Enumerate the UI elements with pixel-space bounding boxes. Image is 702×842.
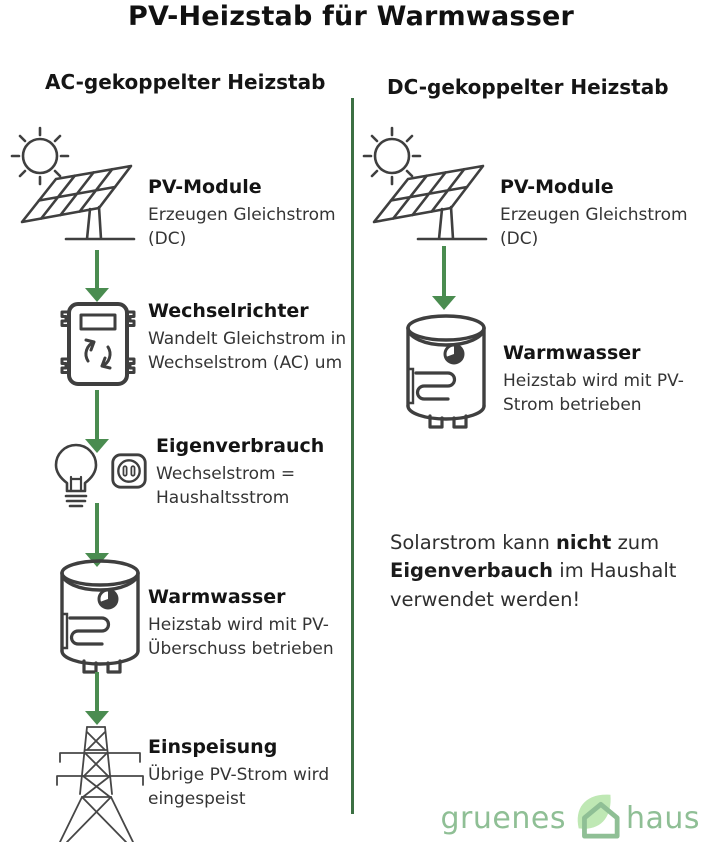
step-desc-line: Erzeugen Gleichstrom	[148, 205, 336, 225]
ac-step-eigenverbrauch: Eigenverbrauch Wechselstrom = Haushaltss…	[156, 435, 324, 510]
step-desc-line: Heizstab wird mit PV-	[503, 371, 684, 391]
step-desc-line: Strom betrieben	[503, 395, 642, 415]
transmission-tower-icon	[54, 724, 146, 842]
ac-column-header: AC-gekoppelter Heizstab	[45, 70, 326, 94]
dc-step-warmwasser: Warmwasser Heizstab wird mit PV- Strom b…	[503, 342, 684, 417]
water-heater-icon	[58, 558, 142, 676]
inverter-icon	[57, 299, 141, 389]
step-desc-line: Wechselstrom =	[156, 464, 296, 484]
power-outlet-icon	[110, 452, 148, 490]
step-desc-line: (DC)	[500, 229, 539, 249]
down-arrow	[85, 672, 109, 725]
step-desc-line: Erzeugen Gleichstrom	[500, 205, 688, 225]
step-label: PV-Module	[148, 176, 262, 198]
step-desc-line: (DC)	[148, 229, 187, 249]
step-desc-line: Haushaltsstrom	[156, 488, 290, 508]
ac-step-einspeisung: Einspeisung Übrige PV-Strom wird eingesp…	[148, 736, 329, 811]
step-label: Warmwasser	[148, 586, 286, 608]
leaf-house-icon	[569, 789, 623, 839]
dc-note: Solarstrom kann nicht zum Eigenverbauch …	[390, 530, 677, 611]
step-label: Wechselrichter	[148, 300, 309, 322]
sun-solar-panel-icon	[356, 116, 496, 256]
step-desc-line: eingespeist	[148, 789, 246, 809]
step-desc-line: Wechselstrom (AC) um	[148, 353, 343, 373]
page-title: PV-Heizstab für Warmwasser	[127, 1, 575, 32]
step-desc-line: Wandelt Gleichstrom in	[148, 329, 347, 349]
ac-step-wechselrichter: Wechselrichter Wandelt Gleichstrom in We…	[148, 300, 346, 375]
step-desc-line: Überschuss betrieben	[148, 639, 334, 659]
step-label: Einspeisung	[148, 736, 278, 758]
down-arrow	[432, 246, 456, 310]
gruenes-haus-logo: gruenes haus	[441, 789, 701, 836]
step-label: Warmwasser	[503, 342, 641, 364]
column-divider	[351, 98, 354, 814]
water-heater-icon	[404, 313, 488, 431]
logo-word-1: gruenes	[440, 801, 566, 836]
lightbulb-icon	[50, 441, 102, 511]
step-desc-line: Übrige PV-Strom wird	[148, 765, 330, 785]
down-arrow	[85, 390, 109, 453]
logo-word-2: haus	[625, 801, 700, 836]
step-label: PV-Module	[500, 176, 614, 198]
sun-solar-panel-icon	[4, 116, 144, 256]
ac-step-pv-module: PV-Module Erzeugen Gleichstrom (DC)	[148, 176, 336, 251]
dc-step-pv-module: PV-Module Erzeugen Gleichstrom (DC)	[500, 176, 688, 251]
step-desc-line: Heizstab wird mit PV-	[148, 615, 329, 635]
step-label: Eigenverbrauch	[156, 435, 325, 457]
dc-column-header: DC-gekoppelter Heizstab	[387, 75, 669, 99]
ac-step-warmwasser: Warmwasser Heizstab wird mit PV- Übersch…	[148, 586, 334, 661]
down-arrow	[85, 250, 109, 302]
